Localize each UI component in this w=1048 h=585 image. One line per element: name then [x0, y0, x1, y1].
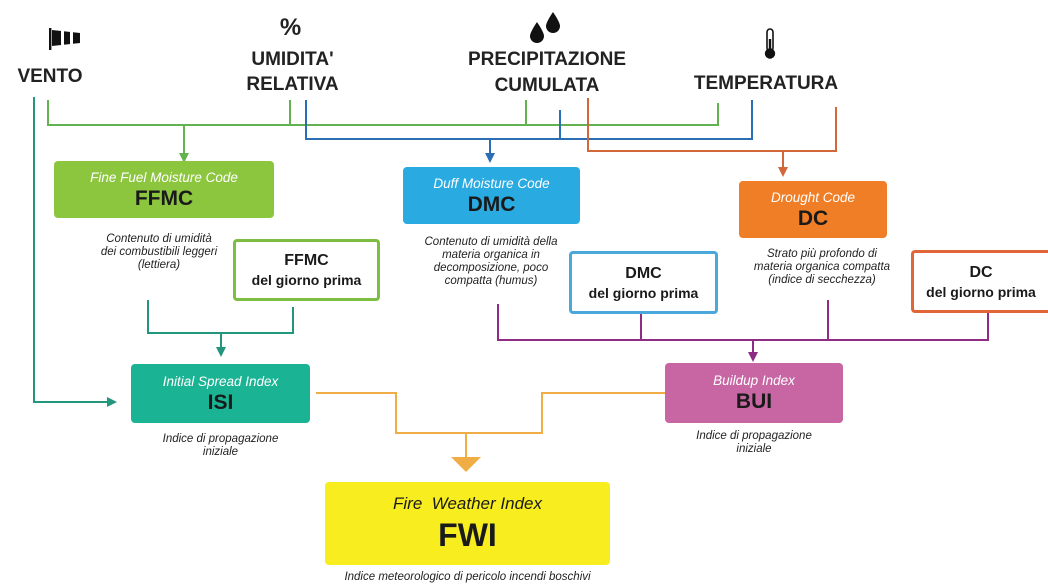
dc-previous-label: del giorno prima [926, 283, 1036, 300]
dmc-description-line: materia organica in [442, 249, 540, 261]
droplets-icon [527, 12, 563, 46]
temperature-input: TEMPERATURA [680, 28, 852, 98]
ffmc-previous-day-box: FFMC del giorno prima [233, 239, 380, 301]
dmc-input-lines [305, 100, 753, 163]
dc-previous-abbr: DC [969, 263, 993, 281]
ffmc-previous-label: del giorno prima [251, 272, 362, 288]
isi-input-lines [33, 97, 294, 407]
fwi-description-line: Indice meteorologico di pericolo incendi… [344, 571, 591, 583]
ffmc-abbr: FFMC [134, 186, 194, 210]
wind-input: VENTO [14, 28, 84, 90]
dmc-description-line: Contenuto di umidità della [424, 236, 558, 248]
ffmc-description-line: dei combustibili leggeri [100, 246, 218, 258]
fwi-input-lines [316, 392, 665, 458]
bui-abbr: BUI [735, 390, 773, 413]
fwi-arrow-head [451, 457, 481, 472]
dmc-description-line: decomposizione, poco [433, 262, 549, 274]
wind-label: VENTO [17, 66, 83, 87]
dc-input-lines [587, 98, 837, 177]
dc-box: Drought Code DC [739, 181, 887, 238]
dmc-box: Duff Moisture Code DMC [403, 167, 580, 224]
dc-name: Drought Code [770, 189, 856, 205]
precipitation-input: PRECIPITAZIONE CUMULATA [449, 12, 645, 100]
humidity-label-line1: UMIDITA' [251, 49, 334, 70]
thermometer-icon [763, 28, 777, 60]
isi-description-line: Indice di propagazione [162, 433, 279, 445]
dc-description-line: materia organica compatta [753, 261, 891, 273]
dmc-description-line: compatta (humus) [444, 275, 538, 287]
isi-name: Initial Spread Index [162, 373, 279, 389]
dc-description-line: Strato più profondo di [767, 248, 877, 260]
bui-description: Indice di propagazione iniziale [665, 430, 843, 456]
dmc-abbr: DMC [467, 192, 516, 216]
bui-description-line: Indice di propagazione [696, 430, 812, 442]
dmc-previous-abbr: DMC [625, 264, 662, 282]
ffmc-description: Contenuto di umidità dei combustibili le… [62, 233, 256, 272]
windsock-icon [49, 28, 83, 50]
ffmc-previous-abbr: FFMC [284, 252, 329, 269]
dc-previous-day-box: DC del giorno prima [911, 250, 1048, 313]
isi-abbr: ISI [207, 390, 234, 414]
bui-description-line: iniziale [736, 443, 772, 455]
bui-box: Buildup Index BUI [665, 363, 843, 423]
dc-abbr: DC [797, 206, 829, 230]
dmc-name: Duff Moisture Code [433, 175, 550, 191]
isi-description-line: iniziale [202, 446, 239, 458]
bui-input-lines [497, 300, 989, 362]
ffmc-name: Fine Fuel Moisture Code [90, 169, 238, 185]
dmc-previous-label: del giorno prima [588, 284, 699, 301]
humidity-input: % UMIDITA' RELATIVA [230, 14, 355, 100]
fwi-box: Fire Weather Index FWI [325, 482, 610, 565]
percent-symbol-icon: % [279, 14, 302, 41]
dmc-description: Contenuto di umidità della materia organ… [402, 236, 580, 288]
ffmc-input-lines [47, 100, 719, 163]
precipitation-label-line2: CUMULATA [494, 75, 600, 96]
dc-description-line: (indice di secchezza) [768, 274, 876, 286]
fwi-name: Fire Weather Index [393, 493, 542, 513]
precipitation-label-line1: PRECIPITAZIONE [468, 49, 626, 70]
dmc-previous-day-box: DMC del giorno prima [569, 251, 718, 314]
ffmc-box: Fine Fuel Moisture Code FFMC [54, 161, 274, 218]
bui-name: Buildup Index [713, 373, 795, 388]
ffmc-description-line: Contenuto di umidità [106, 233, 212, 245]
humidity-label-line2: RELATIVA [246, 74, 339, 95]
isi-box: Initial Spread Index ISI [131, 364, 310, 423]
fwi-description: Indice meteorologico di pericolo incendi… [300, 571, 635, 584]
temperature-label: TEMPERATURA [693, 73, 839, 94]
ffmc-description-line: (lettiera) [137, 259, 181, 271]
dc-description: Strato più profondo di materia organica … [734, 248, 910, 287]
fwi-abbr: FWI [438, 516, 497, 553]
isi-description: Indice di propagazione iniziale [131, 433, 310, 459]
